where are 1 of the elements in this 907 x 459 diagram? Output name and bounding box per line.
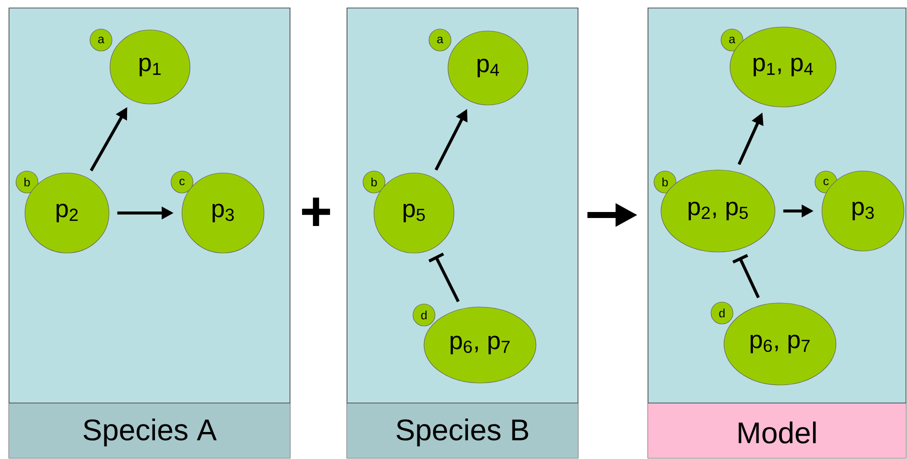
plus-sign: + — [302, 198, 330, 226]
